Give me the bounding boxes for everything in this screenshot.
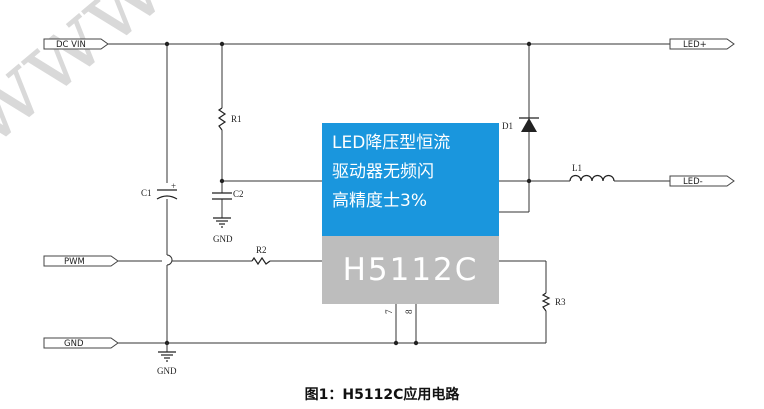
- chip-description-block: LED降压型恒流 驱动器无频闪 高精度士3%: [322, 123, 499, 236]
- wire-d1-l1-branch: [499, 44, 670, 213]
- pin-7-label: 7: [384, 309, 394, 314]
- chip-part-number: H5112C: [322, 236, 499, 304]
- resistor-r1: R1: [217, 107, 242, 131]
- port-dc-vin: DC VIN: [43, 38, 109, 50]
- wire-r3-loop: [499, 260, 547, 343]
- watermark: www.h: [0, 0, 245, 167]
- label-c1-polarity: +: [171, 181, 176, 191]
- chip-description-line-2: 驱动器无频闪: [332, 162, 434, 182]
- wire-c1-vertical: [166, 44, 173, 352]
- capacitor-c2: C2: [212, 189, 244, 200]
- chip-description-line-3: 高精度士3%: [332, 191, 427, 211]
- figure-caption: 图1：H5112C应用电路: [0, 384, 764, 404]
- inductor-l1: L1: [569, 163, 615, 182]
- chip-description-line-1: LED降压型恒流: [332, 133, 451, 153]
- svg-text:PWM: PWM: [64, 257, 85, 267]
- pin-8-label: 8: [404, 309, 414, 314]
- svg-text:LED+: LED+: [683, 40, 707, 50]
- caption-text: H5112C应用电路: [342, 387, 460, 403]
- label-c2: C2: [233, 189, 244, 199]
- port-led-minus: LED-: [669, 175, 735, 187]
- port-gnd: GND: [43, 337, 119, 349]
- port-led-plus: LED+: [669, 38, 735, 50]
- label-r1: R1: [231, 114, 242, 124]
- resistor-r3: R3: [541, 292, 566, 312]
- label-d1: D1: [502, 121, 513, 131]
- caption-label: 图1：: [304, 387, 343, 403]
- label-c1: C1: [141, 188, 152, 198]
- wire-gnd: [118, 304, 546, 344]
- label-gnd-c2: GND: [213, 234, 233, 244]
- ground-symbol-bottom: GND: [157, 343, 177, 376]
- resistor-r2: R2: [251, 245, 271, 266]
- junction-dots: [164, 41, 532, 346]
- diode-d1: D1: [502, 117, 539, 132]
- ground-symbol-c2: GND: [213, 217, 233, 244]
- capacitor-c1: + C1: [141, 181, 178, 200]
- svg-text:DC VIN: DC VIN: [56, 40, 86, 50]
- label-r3: R3: [555, 297, 566, 307]
- svg-text:GND: GND: [64, 339, 84, 349]
- label-r2: R2: [256, 245, 267, 255]
- port-pwm: PWM: [43, 255, 119, 267]
- label-l1: L1: [572, 163, 582, 173]
- label-gnd-bottom: GND: [157, 366, 177, 376]
- svg-text:LED-: LED-: [683, 177, 703, 187]
